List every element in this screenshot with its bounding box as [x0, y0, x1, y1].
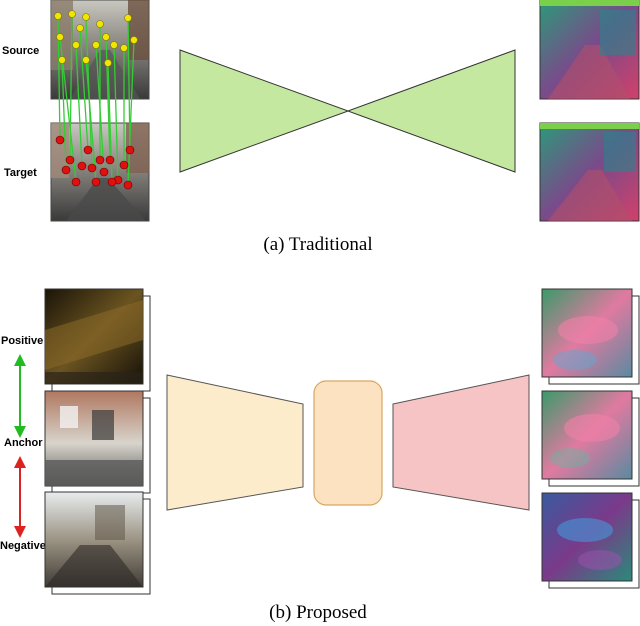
traditional-network	[179, 49, 516, 173]
keypoint-matches	[57, 13, 135, 186]
anchor-negative-arrow	[14, 456, 26, 538]
positive-label: Positive	[1, 335, 43, 347]
negative-label: Negative	[0, 540, 46, 552]
positive-image	[44, 288, 151, 392]
encoder	[166, 374, 304, 511]
caption-a: (a) Traditional	[263, 234, 372, 255]
target-label: Target	[4, 167, 37, 179]
caption-b: (b) Proposed	[269, 602, 367, 623]
feature-map-anchor	[541, 390, 640, 487]
anchor-label: Anchor	[4, 437, 43, 449]
target-keypoints	[55, 135, 135, 190]
source-keypoints	[54, 10, 138, 67]
positive-anchor-arrow	[14, 354, 26, 438]
negative-image	[44, 491, 151, 595]
source-label: Source	[2, 45, 39, 57]
feature-map-negative	[541, 492, 640, 589]
output-feature-map-source	[539, 0, 640, 100]
feature-map-positive	[541, 288, 640, 385]
bottleneck	[313, 380, 383, 506]
decoder	[392, 374, 530, 511]
output-feature-map-target	[539, 122, 640, 222]
anchor-image	[44, 390, 151, 494]
